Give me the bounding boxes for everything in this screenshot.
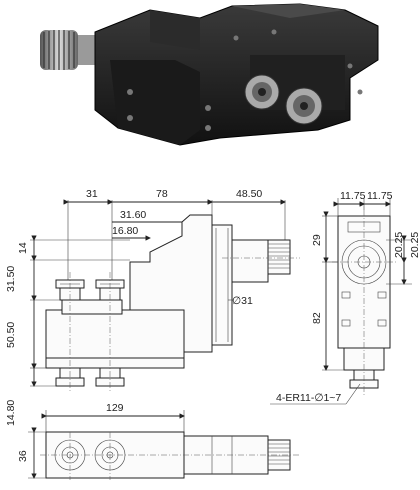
dim-20-25-b: 20.25: [409, 232, 420, 258]
dim-31-60: 31.60: [120, 209, 146, 221]
dim-78: 78: [156, 188, 168, 200]
dim-36: 36: [17, 450, 29, 462]
bottom-view: 129 36: [17, 402, 300, 480]
dim-dia-31: ∅31: [232, 295, 253, 307]
dim-14-80: 14.80: [5, 400, 17, 426]
collet-photo-1: [244, 74, 280, 110]
dim-31-50: 31.50: [5, 266, 17, 292]
dim-82: 82: [311, 312, 323, 324]
dim-50-50: 50.50: [5, 322, 17, 348]
dim-20-25-a: 20.25: [393, 232, 405, 258]
dim-31: 31: [86, 188, 98, 200]
dim-29: 29: [311, 234, 323, 246]
dim-48-50: 48.50: [236, 188, 262, 200]
collet-spec-label: 4-ER11-∅1~7: [276, 392, 341, 404]
dim-11-75-b: 11.75: [367, 190, 393, 202]
dim-16-80: 16.80: [112, 225, 138, 237]
collet-photo-2: [285, 87, 323, 125]
dim-11-75-a: 11.75: [340, 190, 366, 202]
front-view: 31 78 48.50 31.60 16.80 14 31.50 50.50 1…: [5, 188, 300, 426]
drive-gear-front: [267, 239, 291, 275]
product-photo: [40, 3, 379, 146]
dim-129: 129: [106, 402, 124, 414]
dim-14-top: 14: [17, 242, 29, 254]
side-view: 11.75 11.75 29 82 20.25 20.25 4-ER11-∅1~…: [270, 190, 420, 405]
drive-gear: [40, 30, 96, 70]
